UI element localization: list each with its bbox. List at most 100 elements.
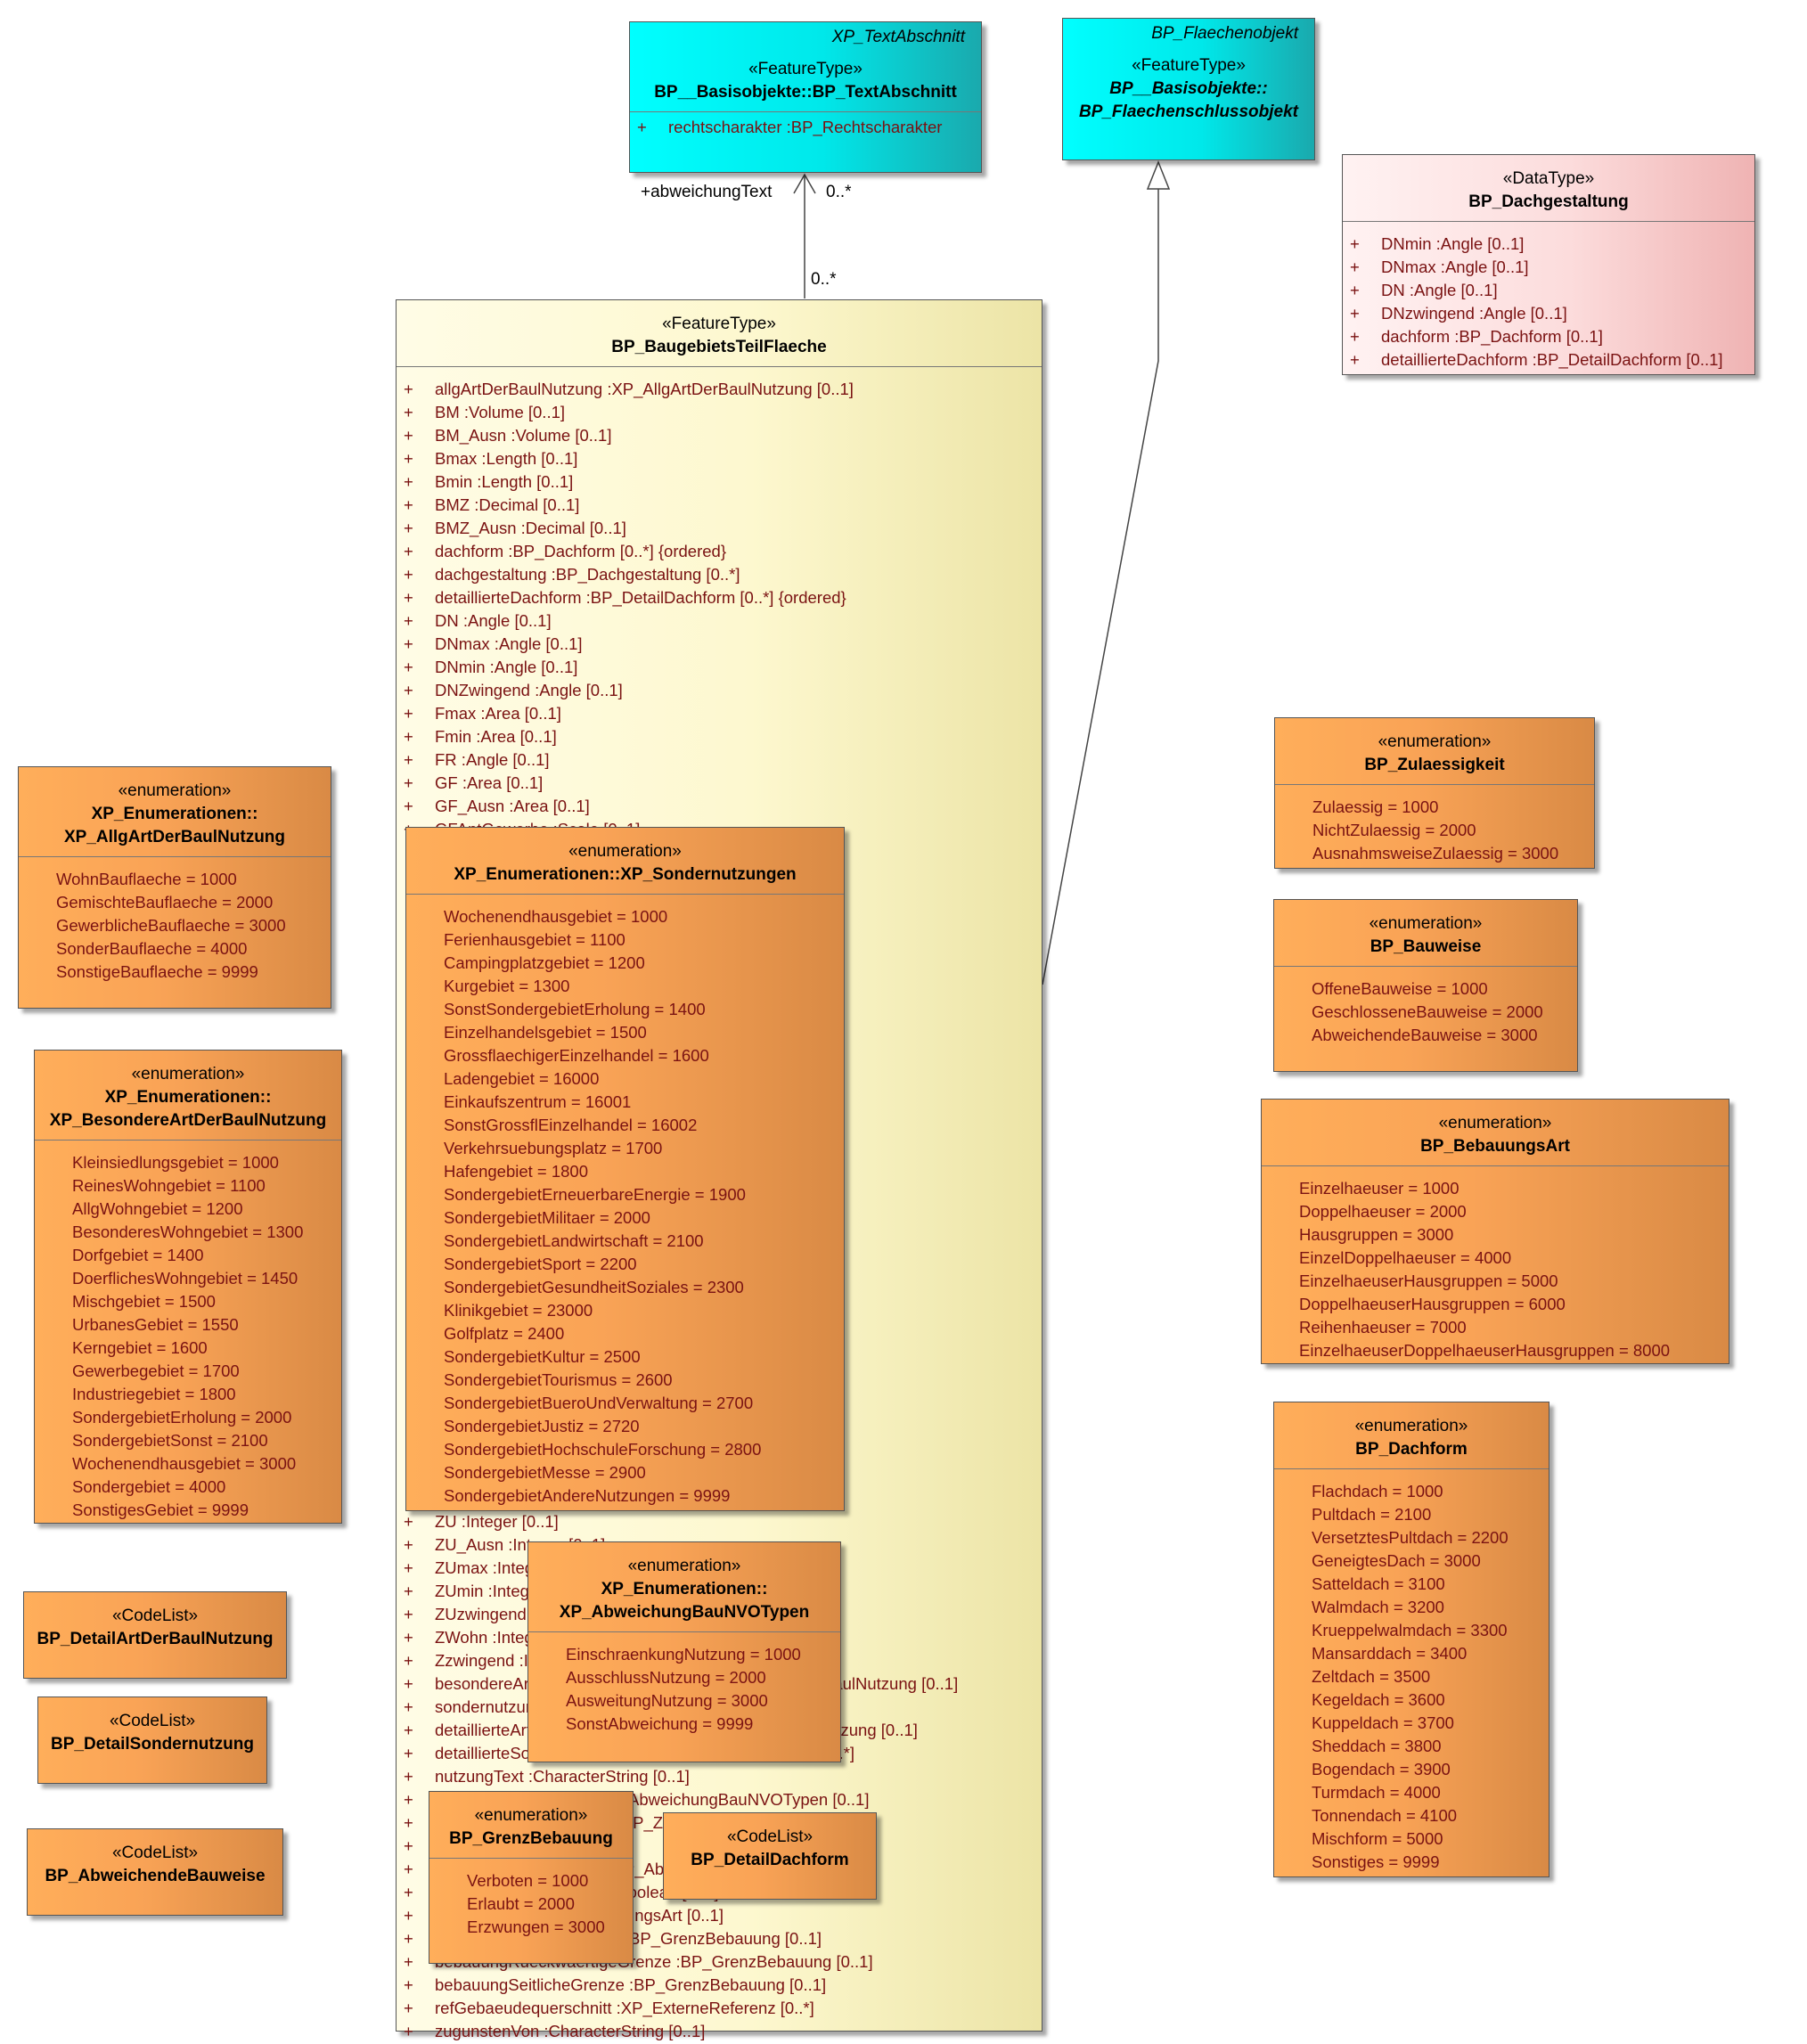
attribute-row: +Fmax :Area [0..1] bbox=[397, 702, 1042, 725]
allgart-stereotype: «enumeration» bbox=[118, 781, 232, 800]
enum-literal: Golfplatz = 2400 bbox=[444, 1324, 565, 1343]
enum-literal: Reihenhaeuser = 7000 bbox=[1299, 1318, 1467, 1337]
enum-literal: Mischform = 5000 bbox=[1312, 1829, 1443, 1848]
attribute-text: dachgestaltung :BP_Dachgestaltung [0..*] bbox=[435, 565, 740, 584]
enum-literal-row: OffeneBauweise = 1000 bbox=[1274, 977, 1577, 1001]
enum-literal-row: Satteldach = 3100 bbox=[1274, 1573, 1549, 1596]
enum-literal-row: Pultdach = 2100 bbox=[1274, 1503, 1549, 1526]
attribute-row: +DNmin :Angle [0..1] bbox=[397, 656, 1042, 679]
enum-literal: Zeltdach = 3500 bbox=[1312, 1667, 1431, 1686]
attribute-row: +BMZ :Decimal [0..1] bbox=[397, 494, 1042, 517]
visibility-marker: + bbox=[404, 1767, 413, 1786]
enum-literal: Kegeldach = 3600 bbox=[1312, 1690, 1445, 1709]
enum-literal: AusnahmsweiseZulaessig = 3000 bbox=[1312, 844, 1559, 863]
besondereartderbaulnutzung-enum[interactable]: «enumeration» XP_Enumerationen:: XP_Beso… bbox=[34, 1050, 342, 1524]
enum-literal-row: Kurgebiet = 1300 bbox=[406, 975, 844, 998]
enum-literal: AllgWohngebiet = 1200 bbox=[72, 1199, 243, 1218]
detailsondernutzung-codelist[interactable]: «CodeList» BP_DetailSondernutzung bbox=[37, 1697, 267, 1784]
enum-literal: Zulaessig = 1000 bbox=[1312, 797, 1439, 816]
attribute-text: DN :Angle [0..1] bbox=[1381, 281, 1498, 299]
flaechenobjekt-name-line2: BP_Flaechenschlussobjekt bbox=[1078, 102, 1299, 121]
enum-literal-row: Sheddach = 3800 bbox=[1274, 1735, 1549, 1758]
enum-literal: EinschraenkungNutzung = 1000 bbox=[566, 1645, 801, 1664]
dachgestaltung-datatype[interactable]: «DataType» BP_Dachgestaltung +DNmin :Ang… bbox=[1342, 154, 1755, 375]
enum-literal: Ladengebiet = 16000 bbox=[444, 1069, 600, 1088]
enum-literal: Pultdach = 2100 bbox=[1312, 1505, 1432, 1524]
enum-literal-row: SonstSondergebietErholung = 1400 bbox=[406, 998, 844, 1021]
bauweise-stereotype: «enumeration» bbox=[1369, 914, 1483, 933]
besondereart-name-line2: XP_BesondereArtDerBaulNutzung bbox=[49, 1111, 327, 1130]
enum-literal-row: SondergebietSonst = 2100 bbox=[35, 1429, 341, 1452]
attribute-row: +rechtscharakter :BP_Rechtscharakter bbox=[630, 116, 981, 139]
visibility-marker: + bbox=[404, 1929, 413, 1948]
enum-literal-row: UrbanesGebiet = 1550 bbox=[35, 1313, 341, 1337]
enum-literal-row: Kuppeldach = 3700 bbox=[1274, 1712, 1549, 1735]
attribute-text: DN :Angle [0..1] bbox=[435, 611, 552, 630]
textabschnitt-stereotype: «FeatureType» bbox=[748, 60, 863, 78]
abweichendebauweise-name: BP_AbweichendeBauweise bbox=[45, 1867, 266, 1885]
visibility-marker: + bbox=[1350, 327, 1360, 346]
visibility-marker: + bbox=[404, 1512, 413, 1531]
enum-literal-row: Krueppelwalmdach = 3300 bbox=[1274, 1619, 1549, 1642]
besondereart-name-line1: XP_Enumerationen:: bbox=[104, 1088, 272, 1107]
visibility-marker: + bbox=[404, 773, 413, 792]
detailartderbaulnutzung-codelist[interactable]: «CodeList» BP_DetailArtDerBaulNutzung bbox=[23, 1591, 287, 1679]
detaildachform-codelist[interactable]: «CodeList» BP_DetailDachform bbox=[663, 1812, 877, 1900]
visibility-marker: + bbox=[404, 1952, 413, 1971]
flaechenobjekt-class[interactable]: BP_Flaechenobjekt «FeatureType» BP__Basi… bbox=[1062, 18, 1315, 160]
enum-literal-row: AllgWohngebiet = 1200 bbox=[35, 1198, 341, 1221]
textabschnitt-class[interactable]: XP_TextAbschnitt «FeatureType» BP__Basis… bbox=[629, 21, 982, 173]
attribute-text: DNmax :Angle [0..1] bbox=[1381, 258, 1529, 276]
visibility-marker: + bbox=[404, 681, 413, 699]
abweichungbaunvotypen-enum[interactable]: «enumeration» XP_Enumerationen:: XP_Abwe… bbox=[527, 1541, 841, 1762]
enum-literal-row: Kegeldach = 3600 bbox=[1274, 1688, 1549, 1712]
abweichendebauweise-codelist[interactable]: «CodeList» BP_AbweichendeBauweise bbox=[27, 1828, 283, 1916]
association-source-multiplicity: 0..* bbox=[811, 270, 837, 289]
visibility-marker: + bbox=[404, 1744, 413, 1762]
visibility-marker: + bbox=[1350, 258, 1360, 276]
enum-literal-row: EinzelhaeuserHausgruppen = 5000 bbox=[1262, 1270, 1729, 1293]
enum-literal-row: Kerngebiet = 1600 bbox=[35, 1337, 341, 1360]
enum-literal: SondergebietErholung = 2000 bbox=[72, 1408, 292, 1427]
attribute-text: BMZ :Decimal [0..1] bbox=[435, 495, 580, 514]
enum-literal: SondergebietJustiz = 2720 bbox=[444, 1417, 640, 1435]
attribute-text: bebauungSeitlicheGrenze :BP_GrenzBebauun… bbox=[435, 1975, 827, 1994]
grenzbebauung-enum[interactable]: «enumeration» BP_GrenzBebauung Verboten … bbox=[429, 1791, 634, 1964]
allgartderbaulnutzung-enum[interactable]: «enumeration» XP_Enumerationen:: XP_Allg… bbox=[18, 766, 331, 1009]
dachform-enum[interactable]: «enumeration» BP_Dachform Flachdach = 10… bbox=[1273, 1402, 1549, 1877]
enum-literal: SondergebietGesundheitSoziales = 2300 bbox=[444, 1278, 744, 1296]
attribute-row: +BM_Ausn :Volume [0..1] bbox=[397, 424, 1042, 447]
bauweise-enum[interactable]: «enumeration» BP_Bauweise OffeneBauweise… bbox=[1273, 899, 1578, 1072]
enum-literal: Wochenendhausgebiet = 1000 bbox=[444, 907, 668, 926]
attribute-row: +dachform :BP_Dachform [0..1] bbox=[1343, 325, 1754, 348]
attribute-text: BM :Volume [0..1] bbox=[435, 403, 566, 421]
enum-literal-row: SondergebietErholung = 2000 bbox=[35, 1406, 341, 1429]
enum-literal-row: SondergebietMesse = 2900 bbox=[406, 1461, 844, 1484]
visibility-marker: + bbox=[637, 118, 647, 136]
enum-literal-row: Einzelhandelsgebiet = 1500 bbox=[406, 1021, 844, 1044]
enum-literal-row: Sondergebiet = 4000 bbox=[35, 1476, 341, 1499]
attribute-text: allgArtDerBaulNutzung :XP_AllgArtDerBaul… bbox=[435, 380, 854, 398]
visibility-marker: + bbox=[404, 634, 413, 653]
zulaessigkeit-enum[interactable]: «enumeration» BP_Zulaessigkeit Zulaessig… bbox=[1274, 717, 1595, 869]
visibility-marker: + bbox=[404, 1975, 413, 1994]
enum-literal: Satteldach = 3100 bbox=[1312, 1574, 1445, 1593]
enum-literal: EinzelhaeuserHausgruppen = 5000 bbox=[1299, 1271, 1558, 1290]
attribute-row: +dachgestaltung :BP_Dachgestaltung [0..*… bbox=[397, 563, 1042, 586]
enum-literal-row: GrossflaechigerEinzelhandel = 1600 bbox=[406, 1044, 844, 1067]
enum-literal-row: SondergebietLandwirtschaft = 2100 bbox=[406, 1230, 844, 1253]
enum-literal: EinzelhaeuserDoppelhaeuserHausgruppen = … bbox=[1299, 1341, 1671, 1360]
enum-literal-row: Zulaessig = 1000 bbox=[1275, 796, 1594, 819]
attribute-row: +GF_Ausn :Area [0..1] bbox=[397, 795, 1042, 818]
visibility-marker: + bbox=[404, 1836, 413, 1855]
bebauungsart-enum[interactable]: «enumeration» BP_BebauungsArt Einzelhaeu… bbox=[1261, 1099, 1729, 1364]
enum-literal-row: Einkaufszentrum = 16001 bbox=[406, 1091, 844, 1114]
enum-literal-row: Verkehrsuebungsplatz = 1700 bbox=[406, 1137, 844, 1160]
allgart-name-line1: XP_Enumerationen:: bbox=[91, 805, 258, 823]
enum-literal: Bogendach = 3900 bbox=[1312, 1760, 1451, 1778]
sondernutzungen-enum[interactable]: «enumeration» XP_Enumerationen::XP_Sonde… bbox=[405, 827, 845, 1511]
enum-literal: Erlaubt = 2000 bbox=[467, 1894, 575, 1913]
flaechenobjekt-corner-label: BP_Flaechenobjekt bbox=[1151, 24, 1298, 43]
attribute-text: GF_Ausn :Area [0..1] bbox=[435, 797, 590, 815]
